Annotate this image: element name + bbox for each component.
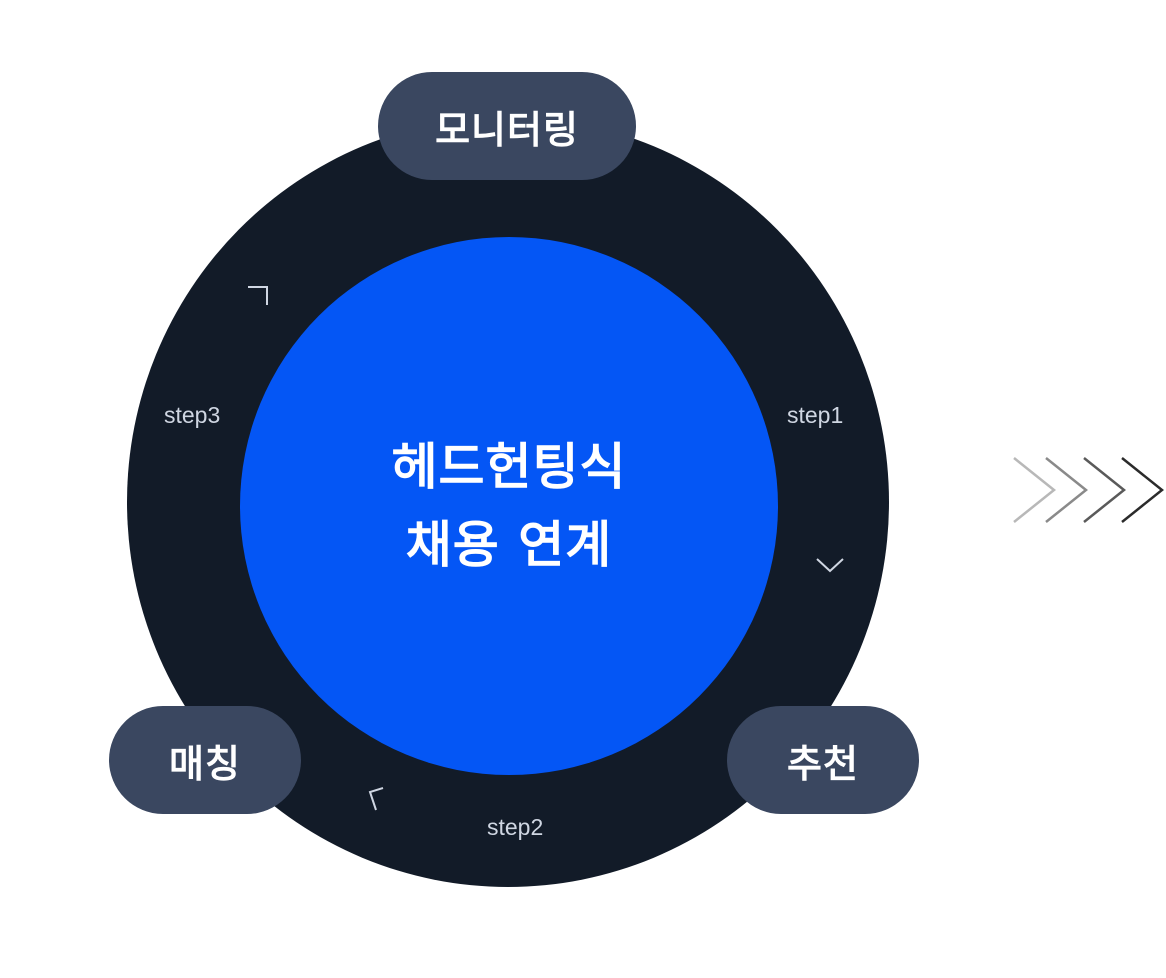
center-title-line1: 헤드헌팅식 [391,438,627,496]
center-title-line2: 채용 연계 [405,516,613,574]
step1-label: step1 [787,402,844,428]
node-monitoring: 모니터링 [378,72,636,180]
cycle-center-circle [240,237,778,775]
center-title: 헤드헌팅식 채용 연계 [240,237,778,775]
step3-label: step3 [164,402,221,428]
triple-chevron-right-icon [1013,457,1165,523]
step3-arrow-icon [248,286,268,305]
node-recommend: 추천 [727,706,919,814]
step2-arrow-icon [368,787,384,811]
step2-label: step2 [487,814,544,840]
step1-arrow-icon [816,558,844,573]
node-matching: 매칭 [109,706,301,814]
